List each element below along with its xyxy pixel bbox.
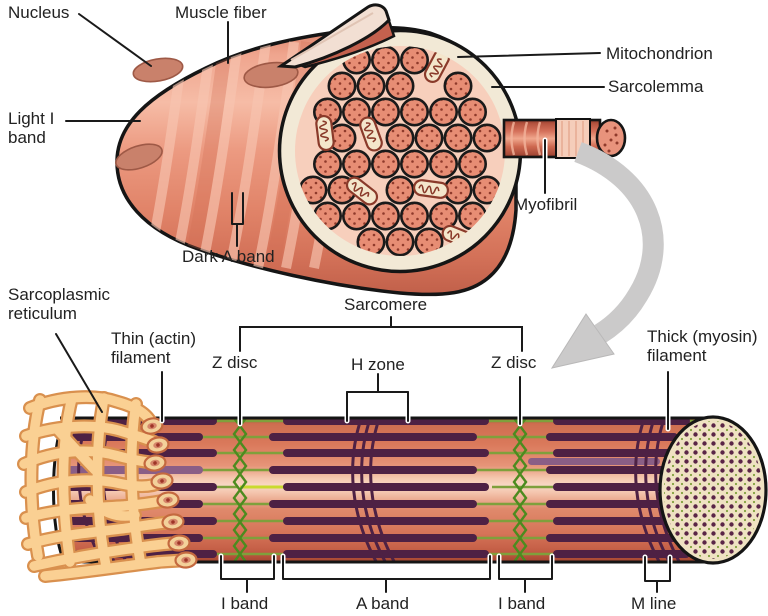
a-band-bracket — [280, 553, 493, 593]
label-thick-filament-line1: Thick (myosin) — [647, 327, 758, 346]
leader-lines-bottom — [55, 316, 673, 593]
h-zone-bracket — [344, 373, 411, 424]
mitochondrion-leader — [457, 52, 601, 58]
label-sr-line1: Sarcoplasmic — [8, 285, 111, 304]
sarcomere-cylinder — [52, 415, 768, 565]
cylinder-end-face — [658, 415, 768, 565]
dark-a-band-bracket — [231, 192, 244, 247]
cut-face — [277, 28, 523, 274]
label-myofibril: Myofibril — [514, 195, 578, 214]
label-m-line: M line — [631, 594, 677, 613]
sr-leader — [55, 333, 103, 413]
label-mitochondrion: Mitochondrion — [606, 44, 713, 63]
label-i-band-right: I band — [498, 594, 546, 613]
sarcomere-bracket — [239, 316, 523, 352]
sarcolemma-flap — [276, 3, 396, 69]
m-line-bracket — [642, 554, 673, 593]
label-thin-filament-line1: Thin (actin) — [111, 329, 197, 348]
label-a-band: A band — [356, 594, 409, 613]
label-i-band-left: I band — [221, 594, 269, 613]
label-thick-filament-line2: filament — [647, 346, 707, 365]
myofibril-end-dots — [603, 126, 619, 153]
z-disc-zigzag-left — [232, 418, 248, 562]
label-sarcoplasmic-reticulum: Sarcoplasmic reticulum — [8, 285, 110, 323]
label-light-i-band-line1: Light I — [8, 109, 55, 128]
nuclei — [115, 57, 299, 171]
i-band-right-bracket — [496, 553, 555, 593]
label-muscle-fiber: Muscle fiber — [175, 3, 267, 22]
label-sarcomere: Sarcomere — [344, 295, 428, 314]
label-z-disc-right: Z disc — [491, 353, 537, 372]
sarcoplasmic-reticulum-network — [17, 390, 199, 583]
label-thin-filament: Thin (actin) filament — [111, 329, 196, 367]
magnifier-arrow — [550, 142, 664, 369]
label-h-zone: H zone — [351, 355, 405, 374]
leader-lines-top — [65, 13, 605, 247]
label-light-i-band: Light I band — [8, 109, 54, 147]
label-sarcolemma: Sarcolemma — [608, 77, 704, 96]
label-sr-line2: reticulum — [8, 304, 77, 323]
myofibril-cylinder — [502, 118, 627, 159]
z-disc-zigzag-right — [512, 418, 528, 562]
label-thin-filament-line2: filament — [111, 348, 171, 367]
label-nucleus: Nucleus — [8, 3, 70, 22]
label-z-disc-left: Z disc — [212, 353, 258, 372]
label-thick-filament: Thick (myosin) filament — [647, 327, 758, 365]
label-light-i-band-line2: band — [8, 128, 46, 147]
nucleus-leader — [78, 13, 152, 67]
label-dark-a-band: Dark A band — [182, 247, 275, 266]
i-band-left-bracket — [218, 553, 277, 593]
